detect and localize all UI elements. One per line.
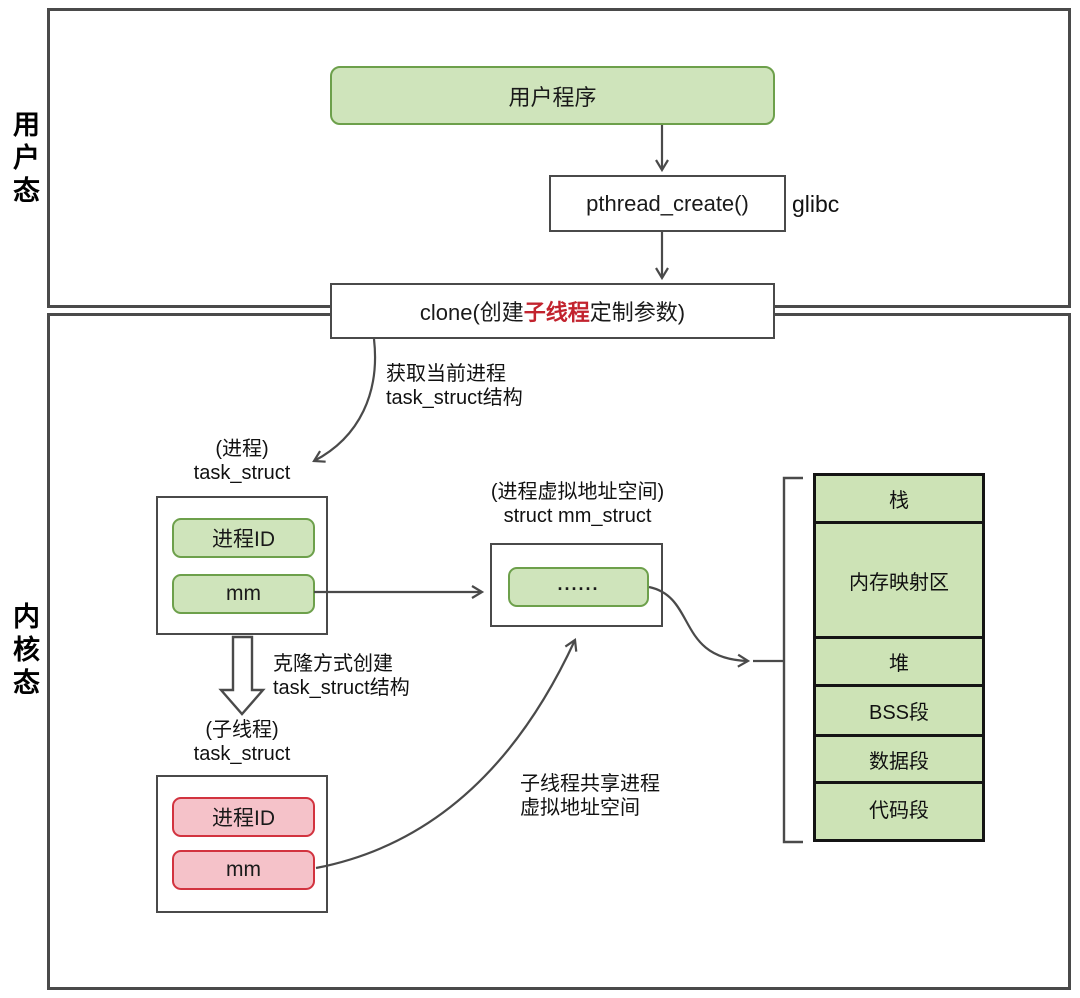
thread-mm-field: mm [172, 850, 315, 890]
clone-syscall-box: clone(创建子线程定制参数) [330, 283, 775, 339]
memory-segment-mmap: 内存映射区 [816, 524, 982, 639]
thread-pid-field: 进程ID [172, 797, 315, 837]
pthread-create-box: pthread_create() [549, 175, 786, 232]
thread-pid-label: 进程ID [212, 807, 275, 830]
mmstruct-dots-field: ...... [508, 567, 649, 607]
process-pid-field: 进程ID [172, 518, 315, 558]
mmstruct-dots-label: ...... [557, 573, 600, 594]
clone-create-annotation: 克隆方式创建 task_struct结构 [273, 653, 410, 700]
memory-segment-stack: 栈 [816, 476, 982, 524]
thread-mm-label: mm [226, 858, 261, 881]
memory-segment-heap: 堆 [816, 639, 982, 687]
memory-segment-label: 数据段 [869, 750, 929, 773]
clone-label-suffix: 定制参数) [589, 300, 686, 325]
process-mm-label: mm [226, 582, 261, 605]
kernel-mode-label: 内核态 [9, 602, 39, 701]
clone-label-prefix: clone(创建 [419, 300, 524, 325]
memory-segment-data: 数据段 [816, 737, 982, 784]
pthread-create-label: pthread_create() [586, 190, 749, 216]
memory-segment-label: BSS段 [868, 702, 930, 724]
process-mm-field: mm [172, 574, 315, 614]
memory-segment-label: 栈 [889, 490, 909, 512]
process-taskstruct-caption: (进程) task_struct [193, 438, 291, 485]
fetch-taskstruct-annotation: 获取当前进程 task_struct结构 [386, 363, 523, 410]
memory-segment-label: 代码段 [869, 800, 929, 822]
memory-segment-label: 堆 [889, 653, 909, 675]
glibc-label: glibc [792, 191, 840, 217]
user-mode-label: 用户态 [9, 110, 39, 209]
mmstruct-caption: (进程虚拟地址空间) struct mm_struct [490, 481, 665, 528]
thread-taskstruct-box: 进程ID mm [156, 775, 328, 913]
share-address-space-annotation: 子线程共享进程 虚拟地址空间 [520, 773, 660, 820]
user-mode-region [47, 8, 1071, 308]
memory-layout-table: 栈 内存映射区 堆 BSS段 数据段 代码段 [813, 473, 985, 842]
mmstruct-box: ...... [490, 543, 663, 627]
memory-segment-label: 内存映射区 [849, 571, 949, 594]
process-pid-label: 进程ID [212, 528, 275, 551]
memory-segment-code: 代码段 [816, 784, 982, 833]
user-program-label: 用户程序 [508, 84, 597, 110]
memory-segment-bss: BSS段 [816, 687, 982, 737]
user-program-box: 用户程序 [330, 66, 775, 125]
clone-label-highlight: 子线程 [523, 300, 590, 325]
process-taskstruct-box: 进程ID mm [156, 496, 328, 635]
thread-taskstruct-caption: (子线程) task_struct [193, 719, 291, 766]
